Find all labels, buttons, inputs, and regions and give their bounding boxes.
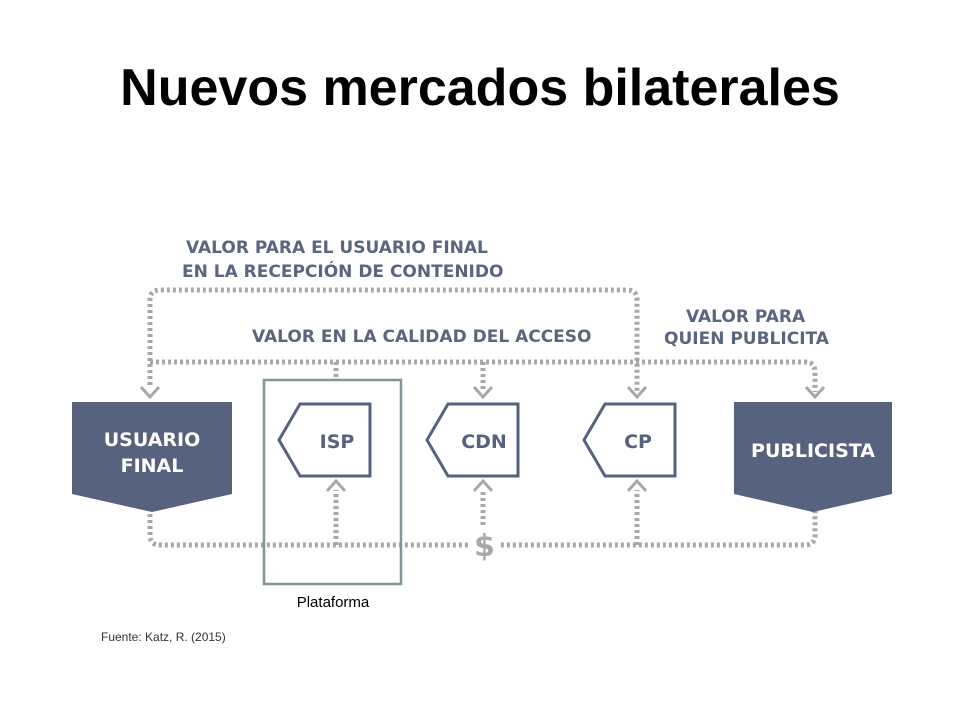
node-publicista-label: PUBLICISTA xyxy=(751,440,875,462)
label-valor-usuario-line1: VALOR PARA EL USUARIO FINAL xyxy=(186,238,488,258)
arrow-down-publicista xyxy=(804,385,826,400)
arrow-up-cdn xyxy=(472,478,494,493)
dashed-line-money-flow xyxy=(147,508,818,548)
label-valor-acceso: VALOR EN LA CALIDAD DEL ACCESO xyxy=(252,327,592,347)
platform-label: Plataforma xyxy=(296,594,370,611)
dashed-line-access-value xyxy=(150,359,818,392)
arrow-up-cp xyxy=(626,478,648,493)
node-cp-shape xyxy=(582,402,677,478)
arrow-down-cdn xyxy=(472,385,494,400)
node-usuario-final-line2: FINAL xyxy=(121,455,184,477)
node-usuario-final-shape xyxy=(72,402,232,512)
source-citation: Fuente: Katz, R. (2015) xyxy=(101,630,226,644)
arrow-down-cp xyxy=(626,385,648,400)
node-cdn-label: CDN xyxy=(461,431,507,453)
money-symbol: $ xyxy=(474,529,495,564)
money-background xyxy=(468,525,498,559)
arrow-up-isp xyxy=(325,478,347,493)
arrow-down-usuario xyxy=(139,385,161,400)
node-usuario-final-line1: USUARIO xyxy=(104,429,201,451)
node-isp-label: ISP xyxy=(320,431,355,453)
node-isp-shape xyxy=(277,402,372,478)
platform-frame xyxy=(262,378,403,586)
node-cp-label: CP xyxy=(624,431,652,453)
node-cdn-shape xyxy=(425,402,520,478)
node-publicista-shape xyxy=(734,402,892,512)
slide-title: Nuevos mercados bilaterales xyxy=(120,59,840,117)
label-valor-usuario-line2: EN LA RECEPCIÓN DE CONTENIDO xyxy=(182,260,503,282)
label-valor-publicita-line2: QUIEN PUBLICITA xyxy=(664,329,830,349)
label-valor-publicita-line1: VALOR PARA xyxy=(686,307,806,327)
